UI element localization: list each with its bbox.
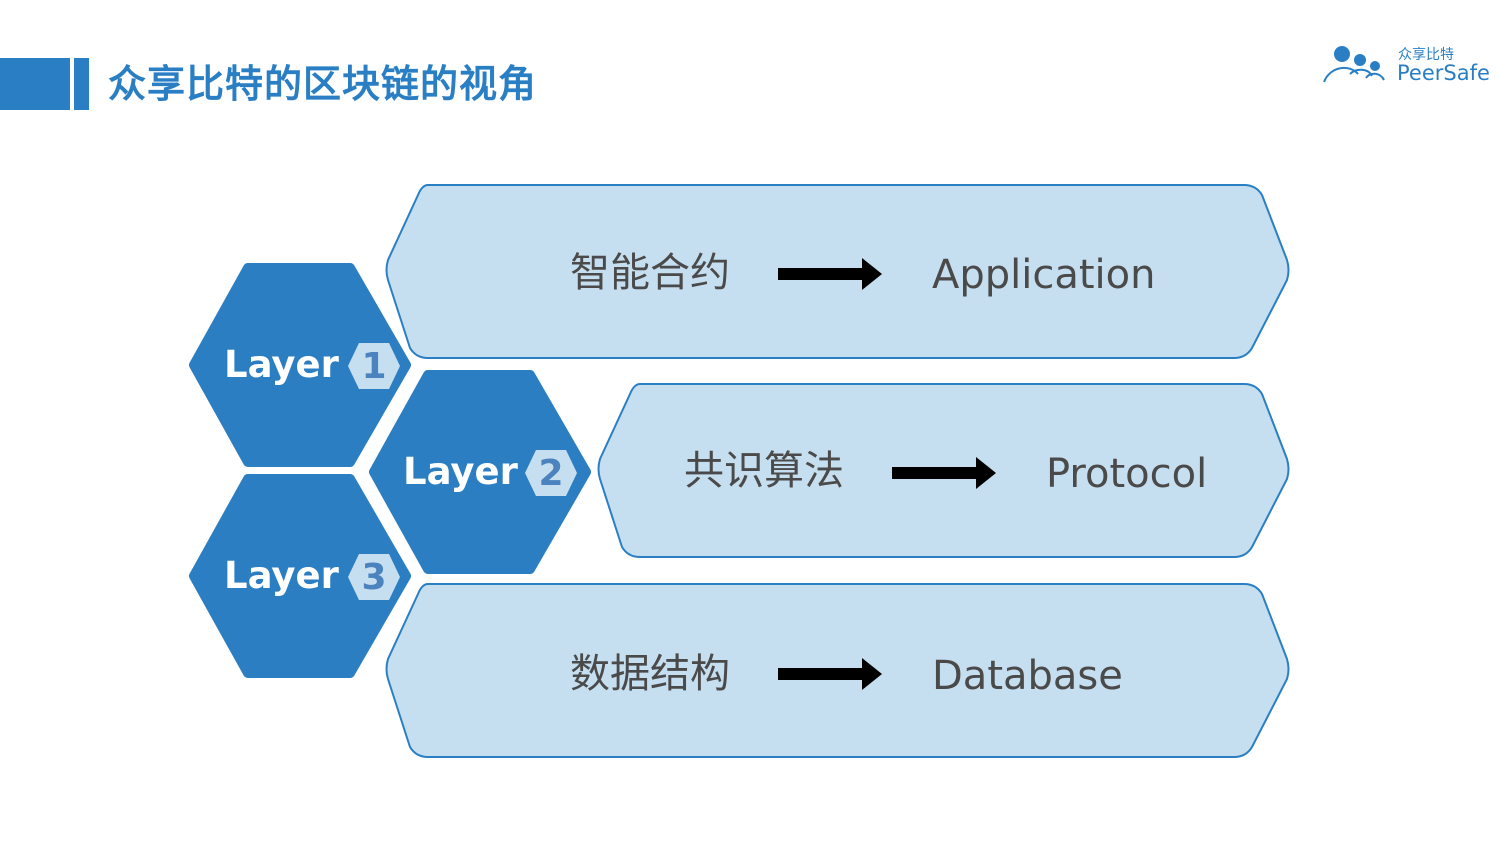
row-3-cn-label: 数据结构 (570, 651, 730, 697)
layer-2-number-badge (525, 450, 577, 496)
arrow-icon (892, 457, 996, 489)
layer-3-number-badge (348, 554, 400, 600)
people-icon (1323, 46, 1385, 83)
arrow-icon (778, 658, 882, 690)
layer-3-number: 3 (361, 557, 387, 598)
row-2-en-label: Protocol (1046, 451, 1208, 497)
row-2-cn-label: 共识算法 (684, 448, 844, 494)
layer-2-number: 2 (538, 453, 564, 494)
row-1-en-label: Application (932, 252, 1156, 298)
row-1-cn-label: 智能合约 (570, 250, 730, 296)
row-3-en-label: Database (932, 653, 1123, 699)
layer-3-hexagon (189, 474, 411, 678)
layer-1-number: 1 (361, 346, 387, 387)
title-accent-stripe (74, 58, 89, 110)
logo-name-cn: 众享比特 (1398, 47, 1454, 63)
peersafe-logo: 众享比特 PeerSafe (1320, 40, 1492, 90)
layer-2-label: Layer (403, 450, 518, 493)
layer-1-number-badge (348, 343, 400, 389)
layer-2-hexagon (369, 370, 591, 574)
arrow-icon (778, 258, 882, 290)
layer-1-label: Layer (224, 343, 339, 386)
logo-name-en: PeerSafe (1397, 61, 1490, 85)
layer-1-hexagon (189, 263, 411, 467)
page-title: 众享比特的区块链的视角 (108, 62, 538, 106)
layer-3-label: Layer (224, 554, 339, 597)
title-accent-bar (0, 58, 70, 110)
